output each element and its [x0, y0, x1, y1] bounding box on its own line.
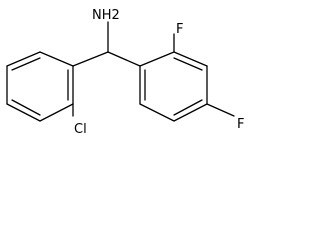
chloro-label-text: Cl: [74, 122, 87, 137]
right-ring-bond-5: [139, 103, 175, 122]
chemical-structure-diagram: NH2 F Cl F: [6, 8, 244, 137]
atom-labels: NH2 F Cl F: [74, 8, 244, 137]
left-ring-bond-2: [6, 51, 41, 67]
bond-c-right-ring: [107, 51, 141, 67]
fluoro-para-label: F: [237, 117, 244, 132]
right-ring-bond-4: [173, 103, 208, 122]
fluoro-para-label-text: F: [237, 117, 244, 132]
amine-label: NH2: [92, 8, 120, 23]
left-ring-bond-5: [39, 103, 74, 122]
fluoro-ortho-label: F: [176, 22, 183, 37]
amine-label-text: NH2: [92, 8, 120, 23]
chloro-label: Cl: [74, 122, 87, 137]
left-ring-bond-4: [6, 103, 41, 122]
fluoro-ortho-label-text: F: [176, 22, 183, 37]
right-ring-bond-1: [139, 51, 175, 67]
bonds: [6, 21, 235, 122]
right-ring-bond-2: [173, 51, 208, 67]
bond-c-f-para: [206, 103, 235, 117]
left-ring-double-1: [11, 57, 41, 71]
right-ring-double-2: [173, 99, 203, 116]
left-ring-double-2: [11, 99, 41, 116]
left-ring-bond-1: [39, 51, 74, 67]
bond-c-left-ring: [72, 51, 109, 67]
right-ring-double-1: [173, 57, 203, 71]
